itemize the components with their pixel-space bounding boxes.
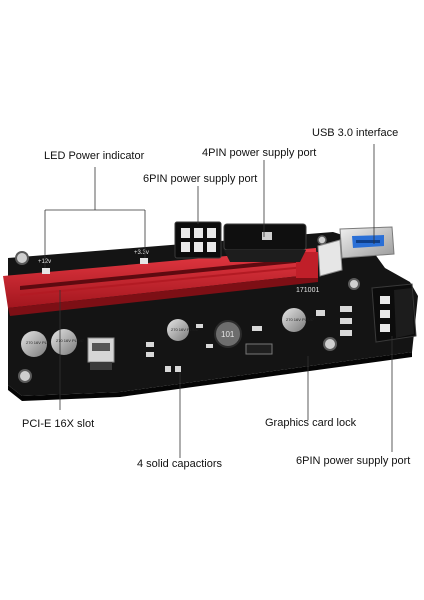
mounting-hole: [317, 235, 327, 245]
label-sixpin-bottom: 6PIN power supply port: [296, 455, 411, 467]
smd-component: [146, 352, 154, 357]
label-usb: USB 3.0 interface: [312, 127, 399, 139]
sixpin-top-connector: [174, 221, 222, 259]
fpc-connector: [87, 337, 115, 370]
smd-component: [165, 366, 171, 372]
model-number: 171001: [296, 287, 319, 294]
capacitor-label: 270 16V PLS47: [26, 340, 55, 345]
inductor: 101: [214, 320, 242, 348]
silk-12v-label: +12v: [38, 259, 51, 265]
capacitor-label: 270 16V PLS47: [286, 317, 315, 322]
smd-component: [252, 326, 262, 331]
ic-chip: [245, 343, 273, 355]
smd-component: [316, 310, 325, 316]
smd-component: [206, 344, 213, 348]
mounting-hole: [323, 337, 337, 351]
mounting-hole: [15, 251, 29, 265]
capacitor-label: 270 16V PLS47: [56, 338, 85, 343]
capacitor-label: 270 16V PLS47: [171, 327, 200, 332]
label-fourpin: 4PIN power supply port: [202, 147, 317, 159]
leader-led: [44, 167, 146, 268]
usb-port: [317, 226, 395, 277]
label-pcie: PCI-E 16X slot: [22, 418, 95, 430]
silk-33v-label: +3.3v: [134, 250, 149, 256]
mounting-hole: [348, 278, 360, 290]
fourpin-connector: [223, 223, 307, 262]
label-lock: Graphics card lock: [265, 417, 357, 429]
sixpin-bottom-connector: [340, 283, 417, 343]
inductor-label: 101: [221, 330, 235, 339]
label-led: LED Power indicator: [44, 150, 145, 162]
mounting-hole: [18, 369, 32, 383]
smd-component: [196, 324, 203, 328]
smd-component: [146, 342, 154, 347]
pcie-slot: [3, 248, 318, 316]
label-sixpin-top: 6PIN power supply port: [143, 173, 258, 185]
smd-component: [175, 366, 181, 372]
pcb-edge: [8, 352, 412, 401]
capacitor: 270 16V PLS47: [167, 319, 200, 341]
capacitor: 270 16V PLS47: [282, 308, 315, 332]
led-12v: [42, 268, 50, 274]
capacitor: 270 16V PLS47: [51, 329, 85, 355]
leader-usb: [373, 144, 375, 244]
capacitor: 270 16V PLS47: [21, 331, 55, 357]
label-caps: 4 solid capactiors: [137, 458, 222, 470]
led-33v: [140, 258, 148, 264]
